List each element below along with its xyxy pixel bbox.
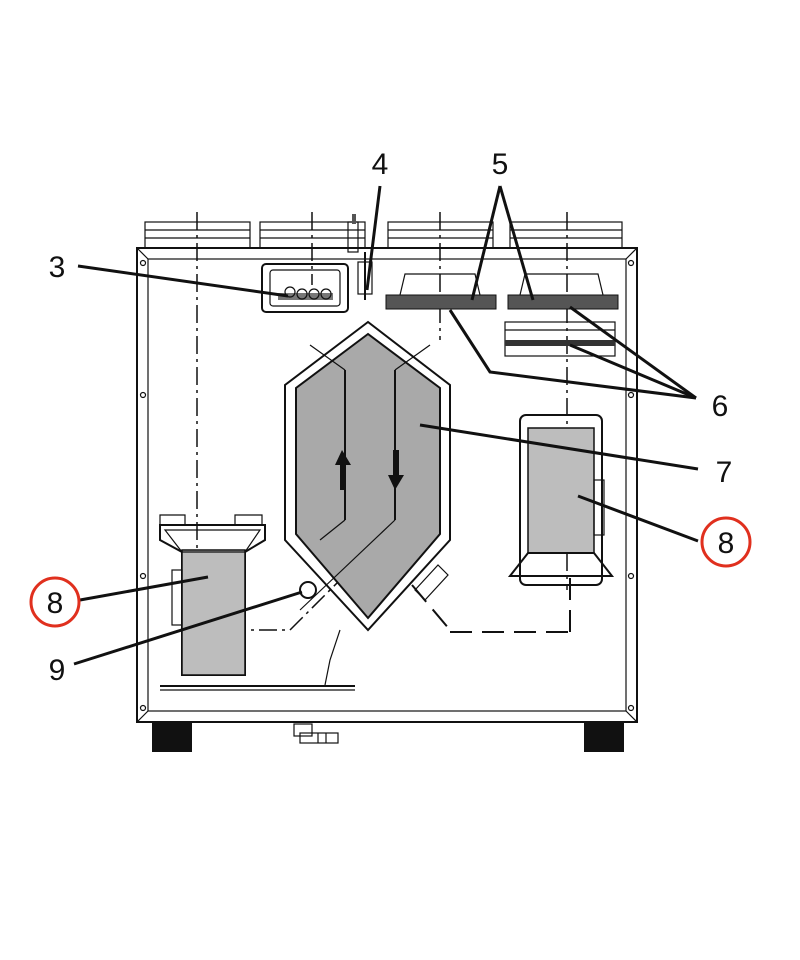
sensor	[347, 214, 373, 300]
callout-8-right: 8	[718, 527, 735, 560]
callout-9: 9	[49, 654, 66, 687]
callout-5: 5	[492, 148, 509, 181]
filters	[385, 273, 619, 357]
unit-feet	[152, 722, 624, 752]
drain-connection	[160, 581, 355, 691]
fan-left	[159, 514, 266, 676]
control-box	[261, 263, 349, 313]
callout-7: 7	[716, 456, 733, 489]
bypass-channel	[411, 564, 571, 633]
callout-4: 4	[372, 148, 389, 181]
heat-exchanger-core	[284, 320, 451, 632]
callout-3: 3	[49, 251, 66, 284]
duct-connections	[144, 221, 623, 249]
condensate-drain	[293, 723, 339, 744]
highlight-circle-8-right	[700, 516, 752, 568]
leader-lines	[73, 185, 699, 666]
highlight-circle-8-left	[29, 576, 81, 628]
callout-6: 6	[712, 390, 729, 423]
callout-8-left: 8	[47, 587, 64, 620]
unit-housing	[136, 247, 638, 723]
